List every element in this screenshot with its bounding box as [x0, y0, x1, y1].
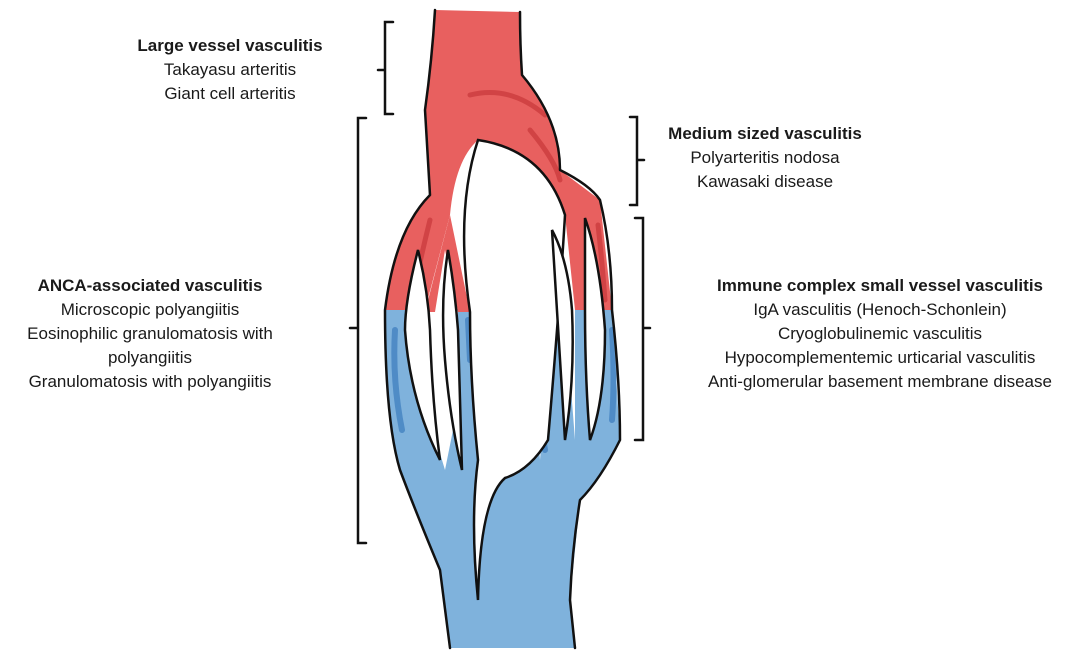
immune-complex-heading: Immune complex small vessel vasculitis — [668, 274, 1092, 298]
bracket-immune — [635, 218, 650, 440]
medium-vessel-group: Medium sized vasculitis Polyarteritis no… — [640, 122, 890, 194]
large-vessel-group: Large vessel vasculitis Takayasu arterit… — [120, 34, 340, 106]
anca-item: Granulomatosis with polyangiitis — [0, 370, 300, 394]
anca-item: Eosinophilic granulomatosis with — [0, 322, 300, 346]
immune-complex-item: Hypocomplementemic urticarial vasculitis — [668, 346, 1092, 370]
large-vessel-item: Giant cell arteritis — [120, 82, 340, 106]
large-vessel-item: Takayasu arteritis — [120, 58, 340, 82]
anca-item: polyangiitis — [0, 346, 300, 370]
anca-heading: ANCA-associated vasculitis — [0, 274, 300, 298]
immune-complex-group: Immune complex small vessel vasculitis I… — [668, 274, 1092, 394]
bracket-large-vessel — [378, 22, 393, 114]
medium-vessel-heading: Medium sized vasculitis — [640, 122, 890, 146]
anca-group: ANCA-associated vasculitis Microscopic p… — [0, 274, 300, 394]
immune-complex-item: Anti-glomerular basement membrane diseas… — [668, 370, 1092, 394]
immune-complex-item: IgA vasculitis (Henoch-Schonlein) — [668, 298, 1092, 322]
large-vessel-heading: Large vessel vasculitis — [120, 34, 340, 58]
anca-item: Microscopic polyangiitis — [0, 298, 300, 322]
immune-complex-item: Cryoglobulinemic vasculitis — [668, 322, 1092, 346]
medium-vessel-item: Polyarteritis nodosa — [640, 146, 890, 170]
bracket-anca — [350, 118, 366, 543]
medium-vessel-item: Kawasaki disease — [640, 170, 890, 194]
